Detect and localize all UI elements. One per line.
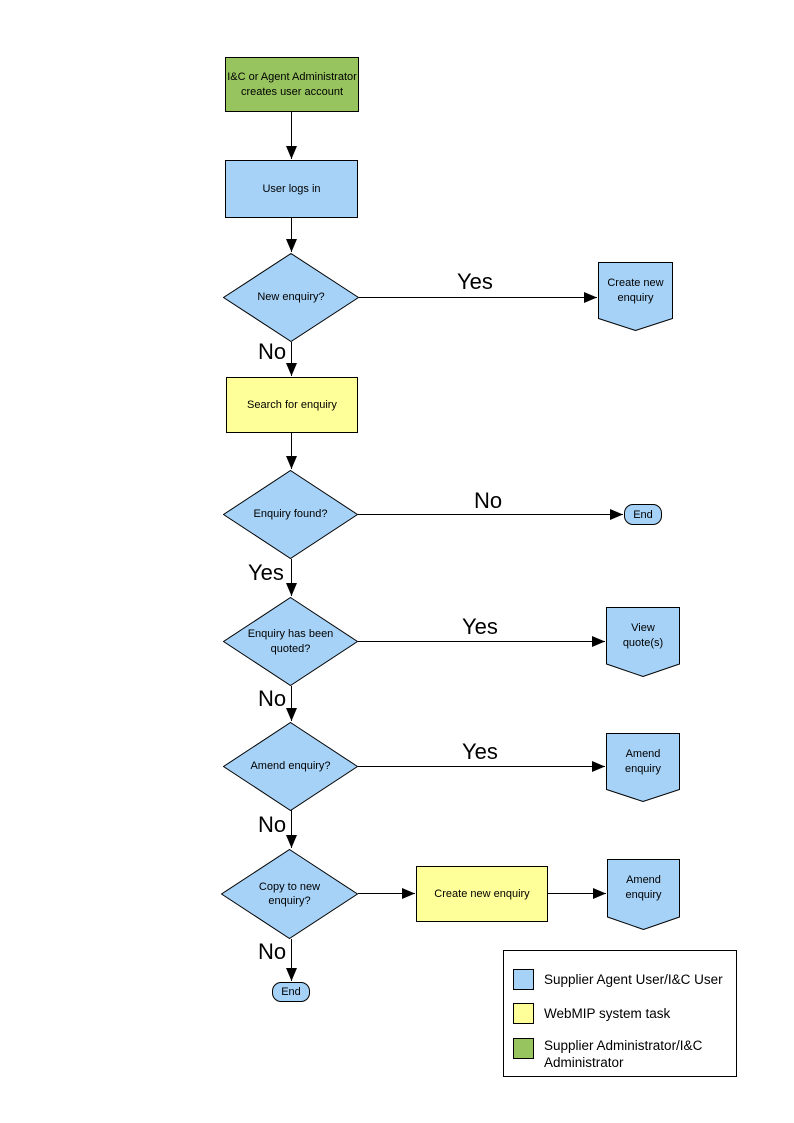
- terminator-end-right-label: End: [633, 508, 653, 521]
- offpage-create-new-enquiry-label: Create new enquiry: [607, 277, 664, 304]
- process-admin-creates-account-label: I&C or Agent Administrator creates user …: [227, 71, 357, 98]
- offpage-amend-enquiry-2-label: Amend enquiry: [625, 874, 662, 901]
- edge-label-no-enquiry-found: No: [474, 488, 503, 513]
- terminator-end-bottom-label: End: [281, 986, 301, 998]
- offpage-amend-enquiry-label: Amend enquiry: [624, 748, 662, 775]
- offpage-view-quotes: View quote(s): [606, 607, 680, 677]
- decision-copy-to-new-enquiry-label: Copy to new enquiry?: [258, 880, 321, 907]
- process-user-logs-in-label: User logs in: [262, 182, 321, 195]
- process-user-logs-in: User logs in: [225, 160, 358, 218]
- decision-enquiry-found-label: Enquiry found?: [253, 508, 328, 521]
- edge-label-no-copy: No: [258, 939, 287, 964]
- decision-copy-to-new-enquiry: Copy to new enquiry?: [221, 849, 358, 939]
- legend-swatch-admin-task: [513, 1038, 534, 1059]
- process-create-new-enquiry-task-label: Create new enquiry: [434, 887, 530, 900]
- edge-label-yes-quoted: Yes: [462, 614, 498, 639]
- legend-swatch-system-task: [513, 1003, 534, 1024]
- edge-label-yes-enquiry-found: Yes: [248, 560, 284, 585]
- legend: Supplier Agent User/I&C User WebMIP syst…: [503, 950, 737, 1077]
- process-search-for-enquiry-label: Search for enquiry: [247, 398, 337, 411]
- decision-enquiry-found: Enquiry found?: [223, 470, 358, 559]
- decision-enquiry-quoted-label: Enquiry has been quoted?: [247, 628, 334, 655]
- edge-label-no-new-enquiry: No: [258, 339, 287, 364]
- terminator-end-right: End: [624, 504, 662, 525]
- process-admin-creates-account: I&C or Agent Administrator creates user …: [225, 57, 359, 112]
- edge-label-no-amend: No: [258, 812, 287, 837]
- offpage-amend-enquiry: Amend enquiry: [606, 733, 680, 802]
- offpage-view-quotes-label: View quote(s): [622, 622, 664, 649]
- process-search-for-enquiry: Search for enquiry: [226, 377, 358, 433]
- decision-new-enquiry: New enquiry?: [223, 253, 359, 342]
- legend-swatch-user-task: [513, 969, 534, 990]
- legend-label-admin-task: Supplier Administrator/I&C Administrator: [544, 1038, 703, 1070]
- terminator-end-bottom: End: [272, 982, 310, 1002]
- decision-enquiry-quoted: Enquiry has been quoted?: [223, 597, 358, 686]
- decision-amend-enquiry-label: Amend enquiry?: [250, 760, 331, 773]
- legend-label-system-task: WebMIP system task: [544, 1006, 671, 1021]
- decision-amend-enquiry: Amend enquiry?: [223, 722, 358, 811]
- edge-label-yes-new-enquiry: Yes: [457, 269, 493, 294]
- process-create-new-enquiry-task: Create new enquiry: [416, 866, 548, 922]
- edge-label-no-quoted: No: [258, 686, 287, 711]
- legend-label-user-task: Supplier Agent User/I&C User: [544, 972, 723, 987]
- offpage-create-new-enquiry: Create new enquiry: [598, 262, 673, 331]
- edge-label-yes-amend: Yes: [462, 739, 498, 764]
- decision-new-enquiry-label: New enquiry?: [257, 291, 325, 304]
- offpage-amend-enquiry-2: Amend enquiry: [607, 859, 680, 930]
